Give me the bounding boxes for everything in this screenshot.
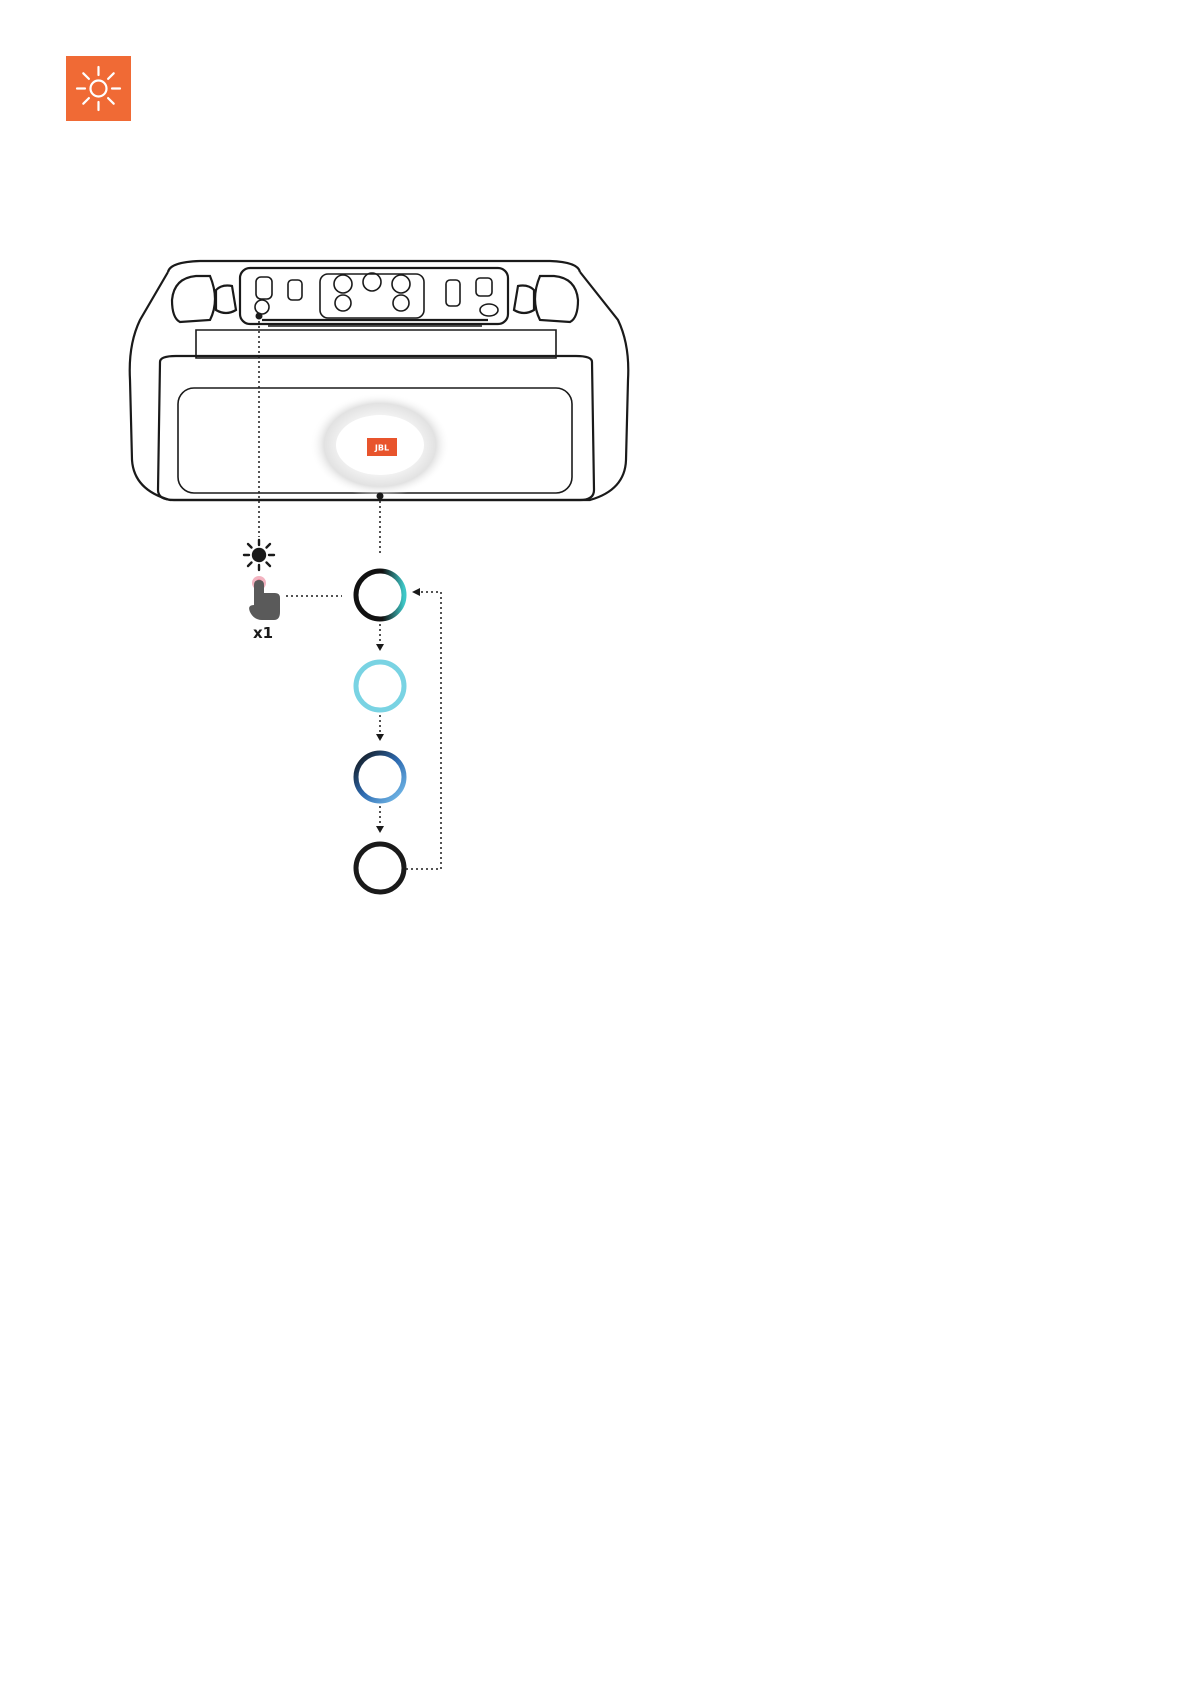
power-button [256, 277, 272, 299]
partyboost-button [480, 304, 498, 316]
ring-state-3 [356, 753, 404, 801]
connector-dot [377, 493, 384, 500]
echo-button [363, 273, 381, 291]
brightness-icon [244, 540, 274, 570]
ring-state-1 [356, 571, 404, 619]
finger-press-icon [249, 576, 280, 620]
tone-button [392, 275, 410, 293]
bluetooth-button [288, 280, 302, 300]
speaker-light-ring: JBL [310, 393, 450, 497]
arrow-down-icon [376, 826, 384, 833]
volume-buttons [446, 280, 460, 306]
light-button [255, 300, 269, 314]
arrow-left-icon [412, 588, 420, 596]
ring-state-4 [356, 844, 404, 892]
press-count-label: x1 [253, 624, 273, 642]
arrow-down-icon [376, 644, 384, 651]
play-button [476, 278, 492, 296]
jbl-logo-text: JBL [374, 444, 389, 453]
arrow-down-icon [376, 734, 384, 741]
connector-dot [256, 313, 263, 320]
mic-gain-button [334, 275, 352, 293]
control-panel [255, 273, 498, 318]
ring-state-2 [356, 662, 404, 710]
